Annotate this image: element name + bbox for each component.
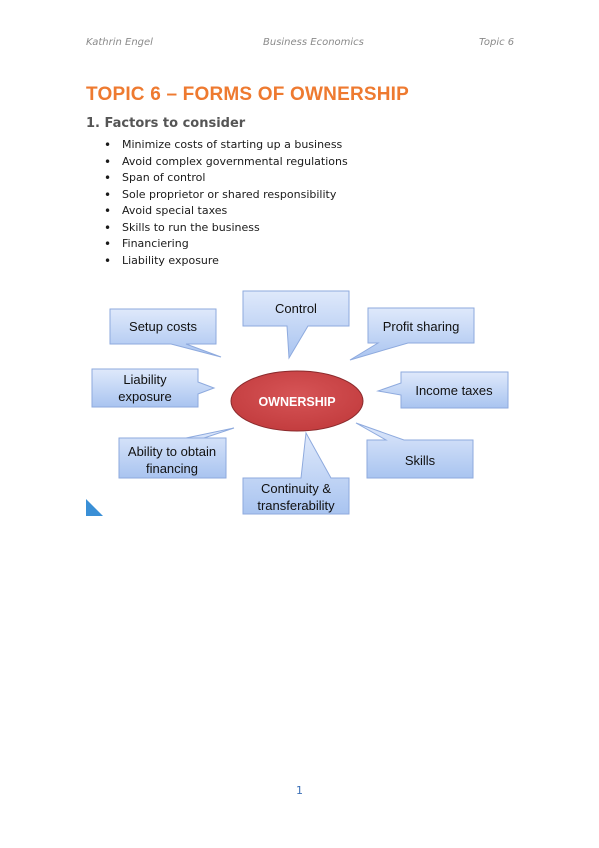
- callout-skills: Skills: [355, 422, 474, 479]
- list-item: Span of control: [104, 170, 348, 187]
- callout-label: Skills: [405, 453, 436, 468]
- list-item: Sole proprietor or shared responsibility: [104, 187, 348, 204]
- callout-label: financing: [146, 461, 198, 476]
- corner-triangle-icon: [86, 499, 103, 516]
- header-author: Kathrin Engel: [86, 37, 153, 48]
- list-item: Minimize costs of starting up a business: [104, 137, 348, 154]
- callout-label: Ability to obtain: [128, 444, 216, 459]
- page-title: TOPIC 6 – FORMS OF OWNERSHIP: [86, 84, 410, 105]
- center-ownership: OWNERSHIP: [230, 370, 364, 432]
- list-item: Avoid special taxes: [104, 203, 348, 220]
- callout-control: Control: [242, 290, 350, 360]
- callout-label: transferability: [257, 498, 335, 513]
- callout-continuity: Continuity & transferability: [242, 431, 350, 515]
- page-number: 1: [296, 784, 303, 797]
- factors-list: Minimize costs of starting up a business…: [104, 137, 348, 269]
- list-item: Financiering: [104, 236, 348, 253]
- callout-label: Income taxes: [415, 383, 493, 398]
- list-item: Skills to run the business: [104, 220, 348, 237]
- header-topic: Topic 6: [479, 37, 515, 48]
- callout-profit-sharing: Profit sharing: [349, 307, 475, 361]
- center-label: OWNERSHIP: [258, 395, 335, 409]
- callout-label: Profit sharing: [383, 319, 460, 334]
- list-item: Liability exposure: [104, 253, 348, 270]
- callout-setup-costs: Setup costs: [109, 308, 222, 358]
- header-subject: Business Economics: [263, 37, 364, 48]
- ownership-diagram: Setup costs Control Profit sharing Liabi…: [86, 290, 509, 516]
- callout-income-taxes: Income taxes: [376, 371, 509, 409]
- callout-label: Setup costs: [129, 319, 197, 334]
- callout-label: exposure: [118, 389, 171, 404]
- list-item: Avoid complex governmental regulations: [104, 154, 348, 171]
- callout-liability-exposure: Liability exposure: [91, 368, 216, 408]
- callout-label: Control: [275, 301, 317, 316]
- callout-financing: Ability to obtain financing: [118, 427, 235, 479]
- section-heading: 1. Factors to consider: [86, 116, 246, 131]
- callout-label: Liability: [123, 372, 167, 387]
- callout-label: Continuity &: [261, 481, 331, 496]
